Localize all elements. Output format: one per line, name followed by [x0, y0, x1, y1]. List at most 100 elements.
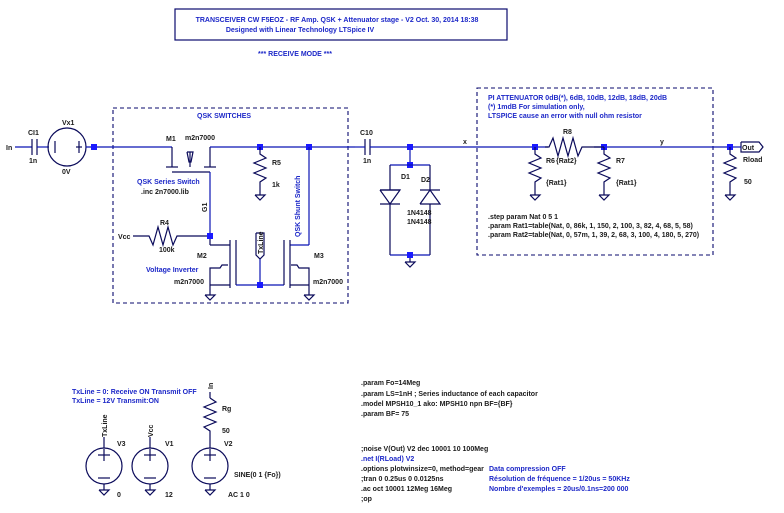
r5-value: 1k	[272, 182, 280, 189]
r5-name: R5	[272, 160, 281, 167]
m2-name: M2	[197, 253, 207, 260]
param-fo: .param Fo=14Meg	[361, 380, 420, 387]
ci1-name: CI1	[28, 130, 39, 137]
v1-name: V1	[165, 441, 174, 448]
net-label-in: In	[6, 145, 12, 152]
directive-step: .step param Nat 0 5 1	[488, 214, 558, 221]
vx1-name: Vx1	[62, 120, 75, 127]
v1-value: 12	[165, 492, 173, 499]
m3-name: M3	[314, 253, 324, 260]
sim-op: ;op	[361, 496, 372, 503]
d1-model: 1N4148	[407, 210, 432, 217]
directive-rat1: .param Rat1=table(Nat, 0, 86k, 1, 150, 2…	[488, 223, 693, 230]
m2-model: m2n7000	[174, 279, 204, 286]
r4-name: R4	[160, 220, 169, 227]
rg-name: Rg	[222, 406, 231, 413]
junction	[257, 282, 263, 288]
junction	[407, 252, 413, 258]
d1-name: D1	[401, 174, 410, 181]
rload-name: Rload	[743, 157, 762, 164]
v3-name: V3	[117, 441, 126, 448]
r8-value: {Rat2}	[556, 158, 577, 165]
txline-label: TxLine	[258, 231, 265, 254]
inverter-label: Voltage Inverter	[146, 267, 199, 274]
attenuator-note1: (*) 1mdB For simulation only,	[488, 104, 585, 111]
sim-tran: ;tran 0 0.25us 0 0.0125ns	[361, 476, 444, 483]
rg-net-label: In	[208, 383, 215, 389]
txline-note1: TxLine = 0: Receive ON Transmit OFF	[72, 389, 197, 396]
txline-note2: TxLine = 12V Transmit:ON	[72, 398, 159, 405]
shunt-switch-label: QSK Shunt Switch	[295, 176, 302, 237]
m1-name: M1	[166, 136, 176, 143]
title-line1: TRANSCEIVER CW F5EOZ - RF Amp. QSK + Att…	[196, 17, 479, 24]
resistor-r6[interactable]	[527, 147, 543, 201]
mosfet-m2[interactable]	[204, 239, 237, 301]
v2-name: V2	[224, 441, 233, 448]
d2-model: 1N4148	[407, 219, 432, 226]
out-port-label: Out	[742, 145, 755, 152]
attenuator-note2: LTSPICE cause an error with null ohm res…	[488, 113, 642, 120]
voltage-source-vx1[interactable]	[47, 127, 87, 167]
junction	[407, 144, 413, 150]
sim-options: .options plotwinsize=0, method=gear	[361, 466, 484, 473]
model-mpsh10: .model MPSH10_1 ako: MPSH10 npn BF={BF}	[361, 401, 513, 408]
c10-name: C10	[360, 130, 373, 137]
r6-value: {Rat1}	[546, 180, 567, 187]
directive-rat2: .param Rat2=table(Nat, 0, 57m, 1, 39, 2,…	[488, 232, 699, 239]
d2-name: D2	[421, 177, 430, 184]
c10-value: 1n	[363, 158, 371, 165]
param-ls: .param LS=1nH ; Series inductance of eac…	[361, 391, 538, 398]
rg-value: 50	[222, 428, 230, 435]
attenuator-title: PI ATTENUATOR 0dB(*), 6dB, 10dB, 12dB, 1…	[488, 95, 667, 102]
resistor-r4[interactable]	[133, 224, 210, 248]
qsk-switches-box	[112, 107, 349, 304]
net-x-label: x	[463, 139, 467, 146]
ground-icon	[404, 261, 417, 268]
junction	[91, 144, 97, 150]
resistor-rload[interactable]	[722, 147, 738, 201]
m3-model: m2n7000	[313, 279, 343, 286]
capacitor-ci1[interactable]	[31, 139, 38, 155]
voltage-source-v3[interactable]	[85, 437, 123, 496]
sim-options-comment: Data compression OFF	[489, 466, 566, 473]
net-y-label: y	[660, 139, 664, 146]
mosfet-m3[interactable]	[283, 240, 316, 301]
sim-tran-comment: Résolution de fréquence = 1/20us = 50KHz	[489, 476, 630, 483]
title-line2: Designed with Linear Technology LTSpice …	[226, 27, 375, 34]
sim-ac-comment: Nombre d'exemples = 20us/0.1ns=200 000	[489, 486, 629, 493]
include-directive: .inc 2n7000.lib	[141, 189, 189, 196]
voltage-source-v2[interactable]	[191, 447, 229, 496]
resistor-rg[interactable]	[202, 392, 218, 448]
g1-label: G1	[202, 203, 209, 212]
resistor-r8[interactable]	[545, 135, 604, 159]
r7-name: R7	[616, 158, 625, 165]
title-block-frame	[174, 8, 508, 41]
sim-ac: .ac oct 10001 12Meg 16Meg	[361, 486, 452, 493]
output-port-out[interactable]	[740, 141, 764, 153]
diode-d1[interactable]	[379, 165, 402, 255]
rload-value: 50	[744, 179, 752, 186]
voltage-source-v1[interactable]	[131, 437, 169, 496]
diode-d2[interactable]	[419, 165, 442, 255]
v3-net-label: TxLine	[102, 414, 109, 437]
junction	[207, 233, 213, 239]
v1-net-label: Vcc	[148, 424, 155, 437]
r7-value: {Rat1}	[616, 180, 637, 187]
txline-port[interactable]	[255, 232, 265, 285]
mosfet-m1[interactable]	[166, 147, 216, 173]
resistor-r5[interactable]	[252, 147, 268, 201]
sim-net: .net I(RLoad) V2	[361, 456, 414, 463]
v2-value: SINE(0 1 {Fo})	[234, 472, 281, 479]
m1-model: m2n7000	[185, 135, 215, 142]
sim-noise: ;noise V(Out) V2 dec 10001 10 100Meg	[361, 446, 488, 453]
ci1-value: 1n	[29, 158, 37, 165]
param-bf: .param BF= 75	[361, 411, 409, 418]
attenuator-box	[476, 87, 714, 256]
r8-name: R8	[563, 129, 572, 136]
resistor-r7[interactable]	[596, 147, 612, 201]
r4-value: 100k	[159, 247, 175, 254]
capacitor-c10[interactable]	[364, 139, 371, 155]
v3-value: 0	[117, 492, 121, 499]
qsk-box-title: QSK SWITCHES	[197, 113, 251, 120]
